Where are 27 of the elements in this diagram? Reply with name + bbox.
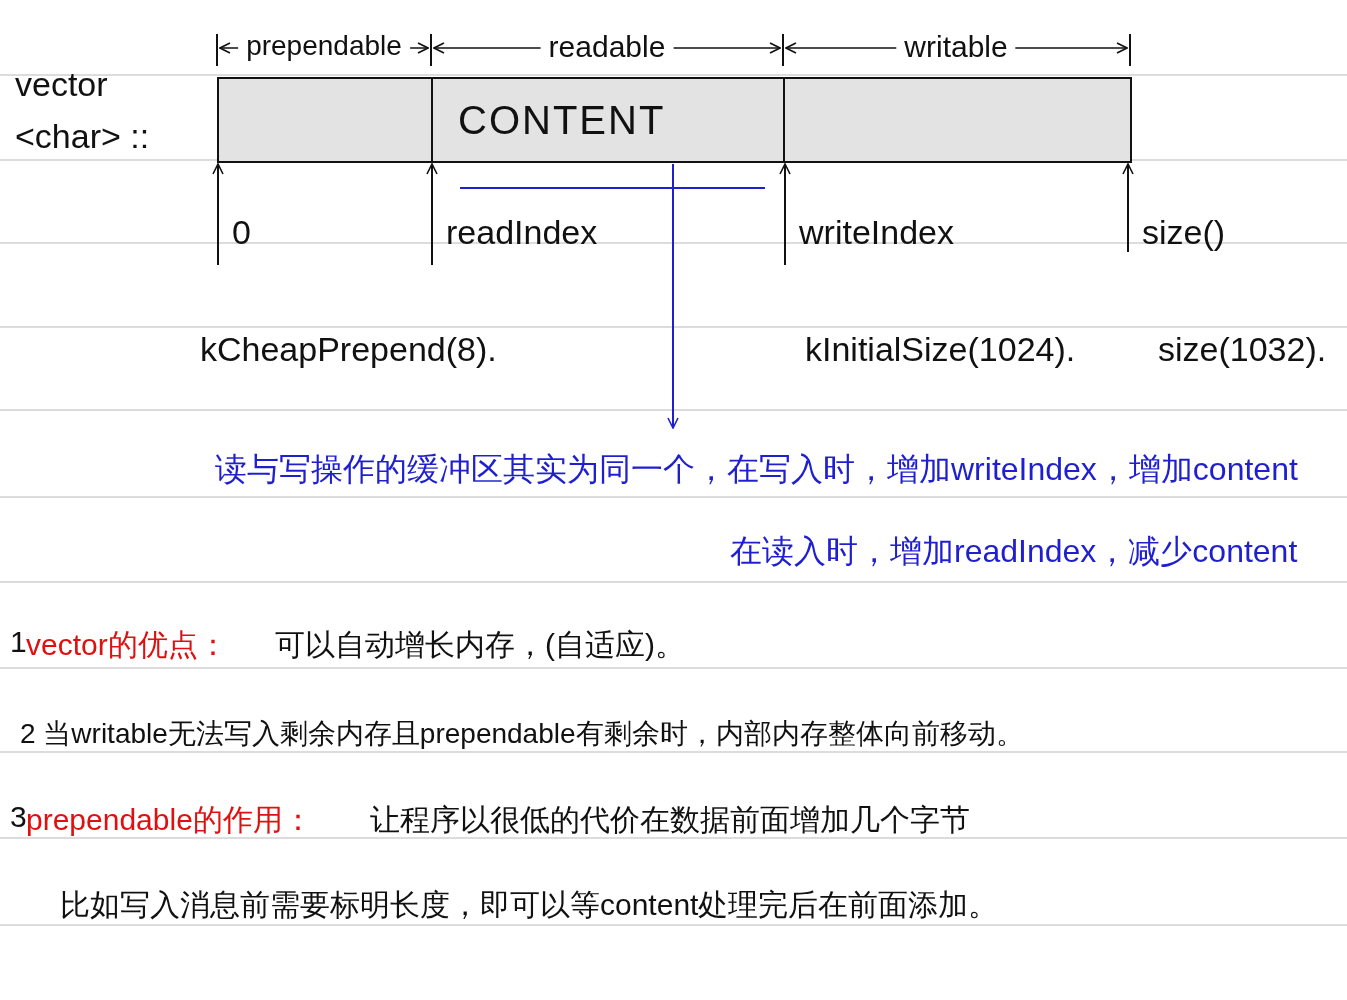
arrow	[1122, 163, 1134, 253]
arrow	[426, 163, 438, 266]
constant-label: kCheapPrepend(8).	[200, 330, 497, 369]
type-label: vector <char> ::	[15, 64, 151, 157]
buffer-segment	[783, 77, 1132, 163]
note-text: 让程序以很低的代价在数据前面增加几个字节	[370, 802, 970, 838]
note-text: 在读入时，增加readIndex，减少content	[730, 532, 1298, 571]
arrow	[459, 163, 766, 429]
note-text: 可以自动增长内存，(自适应)。	[275, 627, 685, 663]
index-label: size()	[1142, 213, 1226, 252]
constant-label: kInitialSize(1024).	[805, 330, 1076, 369]
note-heading: prependable的作用：	[26, 802, 313, 838]
index-label: readIndex	[446, 213, 598, 252]
note-number: 3	[10, 800, 27, 834]
note-text: 比如写入消息前需要标明长度，即可以等content处理完后在前面添加。	[60, 887, 999, 923]
note-number: 1	[10, 625, 27, 659]
segment-label: CONTENT	[457, 97, 666, 143]
note-text: 2 当writable无法写入剩余内存且prependable有剩余时，内部内存整体向前移动。	[20, 717, 1024, 751]
index-label: 0	[232, 213, 251, 252]
buffer-segment	[431, 77, 785, 163]
note-text: 读与写操作的缓冲区其实为同一个，在写入时，增加writeIndex，增加content	[215, 450, 1298, 489]
note-heading: vector的优点：	[26, 627, 228, 663]
buffer-segment	[217, 77, 433, 163]
arrow	[212, 163, 224, 266]
index-label: writeIndex	[799, 213, 954, 252]
arrow	[779, 163, 791, 266]
constant-label: size(1032).	[1158, 330, 1327, 369]
